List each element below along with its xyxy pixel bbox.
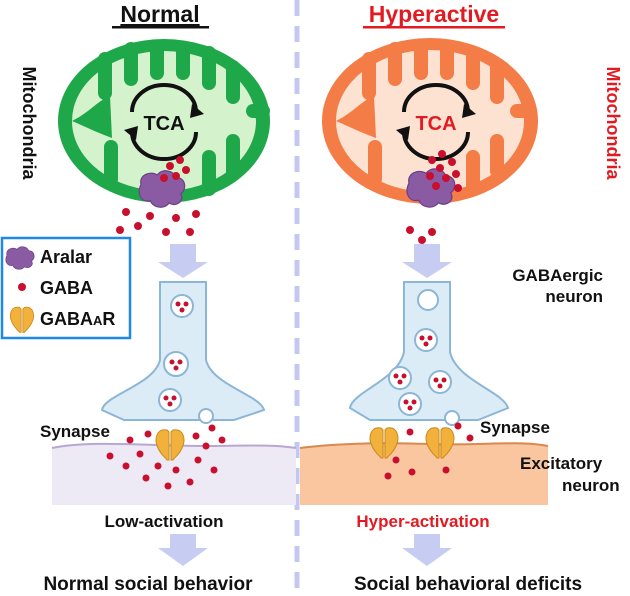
- normal-synapse-label: Synapse: [40, 422, 110, 441]
- hyperactive-mitochondrion: [322, 38, 538, 204]
- hyperactive-postsynaptic-neuron: [299, 442, 549, 505]
- hyperactive-gaba-cluster-mito: [406, 150, 462, 244]
- hyperactive-mitochondria-side-label: Mitochondria: [603, 67, 623, 181]
- hyperactive-activation-label: Hyper-activation: [356, 512, 489, 531]
- normal-tca-cycle: TCA: [124, 83, 204, 161]
- normal-mitochondrion: [58, 39, 270, 203]
- normal-panel: Normal Mitochondria TCA: [19, 1, 297, 595]
- normal-flow-arrow-2: [158, 534, 208, 566]
- normal-outcome-label: Normal social behavior: [43, 574, 253, 595]
- hyperactive-flow-arrow-2: [402, 534, 452, 566]
- legend-label-aralar: Aralar: [40, 247, 92, 267]
- hyperactive-gaba-synaptic-cleft: [384, 422, 474, 480]
- hyperactive-tca-label: TCA: [415, 113, 456, 135]
- hyperactive-flow-arrow-1: [402, 244, 452, 278]
- excitatory-neuron-label-line2: neuron: [562, 476, 620, 495]
- legend-label-gabaa-end: R: [102, 309, 115, 329]
- legend-label-gabaa-main: GABA: [40, 309, 93, 329]
- normal-heading: Normal: [120, 1, 199, 27]
- normal-heading-underline: [112, 26, 209, 29]
- normal-flow-arrow-1: [158, 244, 208, 278]
- normal-mitochondria-side-label: Mitochondria: [19, 67, 39, 181]
- legend-label-gaba: GABA: [40, 278, 93, 298]
- gabaergic-neuron-label-line2: neuron: [545, 287, 603, 306]
- normal-gaba-synaptic-cleft: [106, 424, 226, 490]
- excitatory-neuron-label-line1: Excitatory: [520, 454, 603, 473]
- hyperactive-outcome-label: Social behavioral deficits: [354, 574, 582, 595]
- legend: Aralar GABA GABAAR: [0, 236, 132, 340]
- hyperactive-synapse-label: Synapse: [480, 418, 550, 437]
- hyperactive-gabaergic-terminal: [348, 281, 510, 426]
- hyperactive-tca-cycle: TCA: [396, 83, 476, 161]
- legend-label-gabaa-receptor: GABAAR: [40, 309, 115, 329]
- gabaergic-neuron-label-line1: GABAergic: [512, 266, 603, 285]
- hyperactive-panel: Hyperactive Mitochondria TCA: [299, 1, 623, 595]
- normal-gabaergic-terminal: [100, 281, 266, 424]
- normal-gaba-cluster-mito: [116, 156, 200, 236]
- legend-label-gabaa-sub: A: [93, 313, 103, 328]
- hyperactive-heading-underline: [363, 26, 505, 29]
- normal-activation-label: Low-activation: [104, 512, 223, 531]
- gaba-dot-icon: [18, 283, 26, 291]
- normal-postsynaptic-neuron: [51, 442, 297, 505]
- normal-tca-label: TCA: [143, 113, 184, 135]
- hyperactive-heading: Hyperactive: [369, 1, 499, 27]
